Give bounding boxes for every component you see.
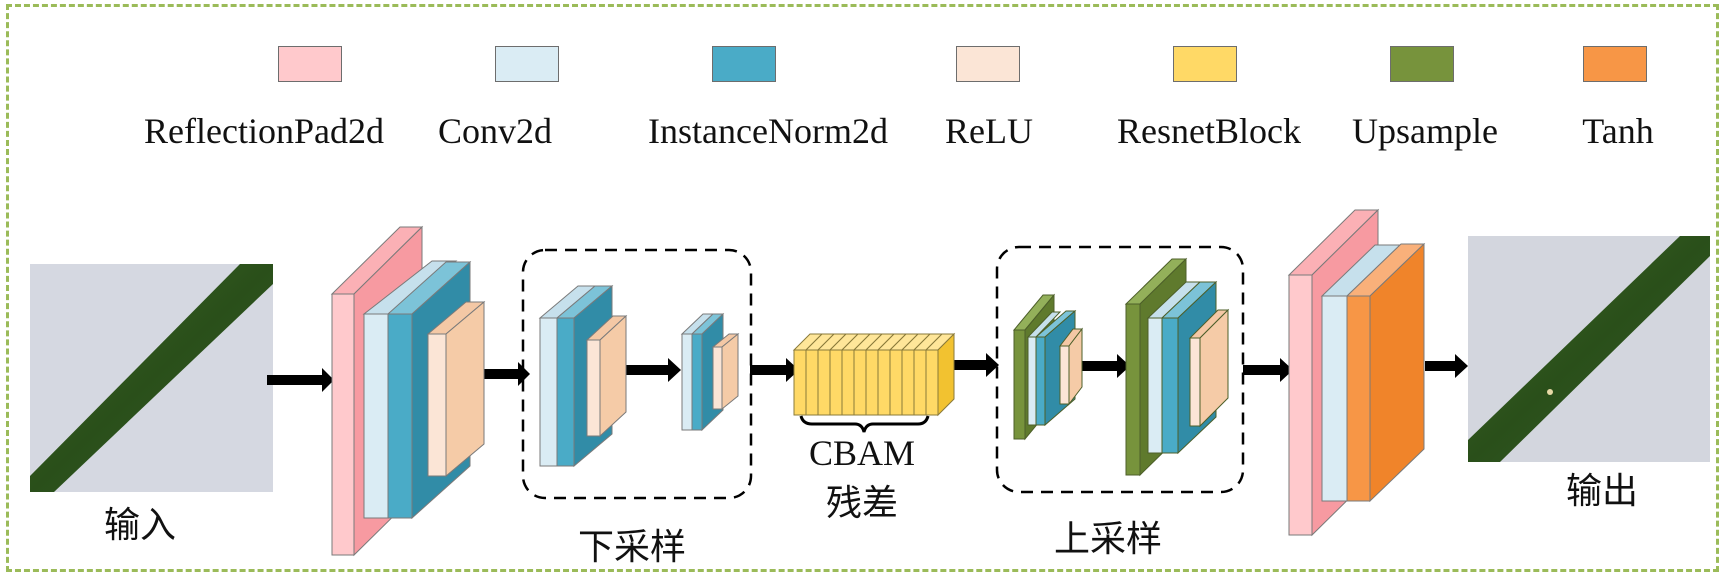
output-block xyxy=(1287,208,1426,537)
residual-label: 残差 xyxy=(825,483,899,524)
legend-swatch-upsample xyxy=(1390,46,1454,82)
legend-swatch-tanh xyxy=(1583,46,1647,82)
resnet-slice xyxy=(901,349,915,416)
arrow-2 xyxy=(483,362,530,386)
input-block xyxy=(330,225,486,557)
resnet-slice xyxy=(853,349,867,416)
legend-swatch-relu xyxy=(956,46,1020,82)
arrow-4 xyxy=(750,358,799,382)
downsample-block-a xyxy=(538,284,628,468)
arrow-8 xyxy=(1425,354,1468,378)
resnet-side xyxy=(937,332,955,417)
output-label: 输出 xyxy=(1565,471,1639,512)
cbam-brace xyxy=(799,415,930,433)
legend-swatch-instancenorm2d xyxy=(712,46,776,82)
input-label: 输入 xyxy=(103,505,177,546)
cbam-label: CBAM xyxy=(808,433,916,473)
upsample-group xyxy=(995,245,1245,494)
resnet-slice xyxy=(925,349,939,416)
legend-label-conv2d: Conv2d xyxy=(437,111,553,151)
downsample-block-b xyxy=(680,312,740,432)
output-image xyxy=(1468,236,1710,462)
legend-label-tanh: Tanh xyxy=(1582,111,1654,151)
legend-label-relu: ReLU xyxy=(945,111,1033,151)
legend-label-upsample: Upsample xyxy=(1352,111,1498,151)
legend-label-reflectionpad2d: ReflectionPad2d xyxy=(144,111,384,151)
legend-swatch-conv2d xyxy=(495,46,559,82)
arrow-1 xyxy=(267,368,334,392)
input-image xyxy=(30,264,273,492)
resnet-slice xyxy=(829,349,843,416)
arrow-6 xyxy=(1080,354,1130,378)
resnet-blocks xyxy=(792,332,956,417)
figure-frame xyxy=(6,4,1719,572)
upsample-label: 上采样 xyxy=(1053,519,1163,560)
legend-swatch-reflectionpad2d xyxy=(278,46,342,82)
resnet-slice xyxy=(877,349,891,416)
arrows xyxy=(267,353,1468,392)
arrow-7 xyxy=(1243,358,1293,382)
resnet-slice xyxy=(817,349,831,416)
resnet-slice xyxy=(865,349,879,416)
upsample-block-a xyxy=(1012,293,1084,441)
legend-label-instancenorm2d: InstanceNorm2d xyxy=(648,111,888,151)
legend-label-resnetblock: ResnetBlock xyxy=(1117,111,1301,151)
legend-swatch-resnetblock xyxy=(1173,46,1237,82)
downsample-label: 下采样 xyxy=(577,527,687,568)
resnet-slice xyxy=(913,349,927,416)
downsample-group xyxy=(521,248,753,500)
arrow-3 xyxy=(624,358,681,382)
arrow-5 xyxy=(950,353,999,377)
resnet-slice xyxy=(805,349,819,416)
upsample-block-b xyxy=(1124,257,1230,477)
resnet-slice xyxy=(841,349,855,416)
resnet-slice xyxy=(793,349,807,416)
resnet-slice xyxy=(889,349,903,416)
